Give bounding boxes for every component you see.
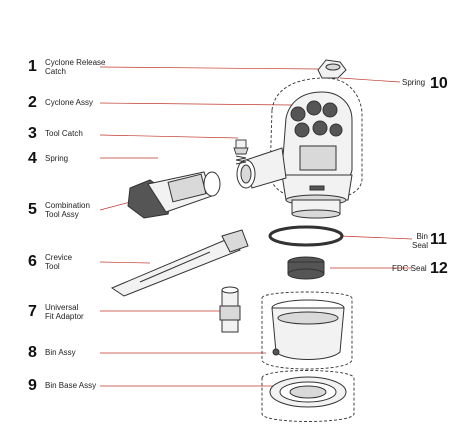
part-number-4: 4 [28, 150, 37, 167]
part-number-11: 11 [430, 231, 447, 248]
part-label-3: Tool Catch [45, 129, 83, 138]
bin-assy-part [271, 299, 345, 360]
part-label-8: Bin Assy [45, 348, 76, 357]
part-label-5: Combination Tool Assy [45, 201, 90, 219]
part-label-6-line-2: Tool [45, 262, 60, 271]
part-label-9: Bin Base Assy [45, 381, 97, 390]
part-label-10: Spring [402, 78, 426, 87]
leader-lines [99, 66, 413, 387]
tool-catch-part [233, 139, 249, 155]
part-label-6: Crevice Tool [45, 253, 72, 271]
part-label-11-line-1: Bin [416, 232, 428, 241]
part-label-7: Universal Fit Adaptor [45, 303, 84, 321]
part-number-8: 8 [28, 344, 37, 361]
spring-10-part [317, 59, 347, 79]
part-label-6-line-1: Crevice [45, 253, 73, 262]
cyclone-assy-part [236, 91, 353, 219]
part-number-10: 10 [430, 75, 448, 92]
bin-assy-outline [261, 291, 353, 370]
bin-seal-part [268, 225, 344, 247]
part-label-11-line-2: Seal [411, 241, 428, 250]
part-number-1: 1 [28, 58, 37, 75]
part-label-1-line-1: Cyclone Release [45, 58, 106, 67]
leader-11 [339, 235, 413, 240]
part-label-5-line-2: Tool Assy [45, 210, 79, 219]
part-number-2: 2 [28, 94, 37, 111]
spring-4-part [235, 155, 247, 165]
part-label-7-line-1: Universal [45, 303, 79, 312]
cyclone-assy-outline [269, 77, 363, 201]
part-label-2: Cyclone Assy [45, 98, 94, 107]
bin-base-assy-part [269, 376, 347, 408]
part-label-1: Cyclone Release Catch [45, 58, 105, 76]
part-label-11: Bin Seal [402, 232, 428, 250]
universal-fit-adaptor-part [219, 286, 241, 333]
part-number-3: 3 [28, 125, 37, 142]
bin-base-outline [261, 370, 355, 422]
part-label-5-line-1: Combination [45, 201, 90, 210]
part-number-5: 5 [28, 201, 37, 218]
combination-tool-part [127, 171, 221, 219]
leader-2 [99, 102, 293, 106]
leader-1 [99, 66, 319, 70]
part-number-6: 6 [28, 253, 37, 270]
crevice-tool-part [110, 229, 249, 297]
leader-3 [99, 134, 239, 139]
leader-10 [339, 77, 401, 83]
part-label-7-line-2: Fit Adaptor [45, 312, 84, 321]
fdc-seal-part [287, 256, 325, 280]
part-number-12: 12 [430, 260, 448, 277]
leader-6 [99, 261, 151, 264]
part-number-9: 9 [28, 377, 37, 394]
part-label-1-line-2: Catch [45, 67, 66, 76]
part-label-4: Spring [45, 154, 69, 163]
part-label-12: FDC Seal [392, 264, 427, 273]
part-number-7: 7 [28, 303, 37, 320]
